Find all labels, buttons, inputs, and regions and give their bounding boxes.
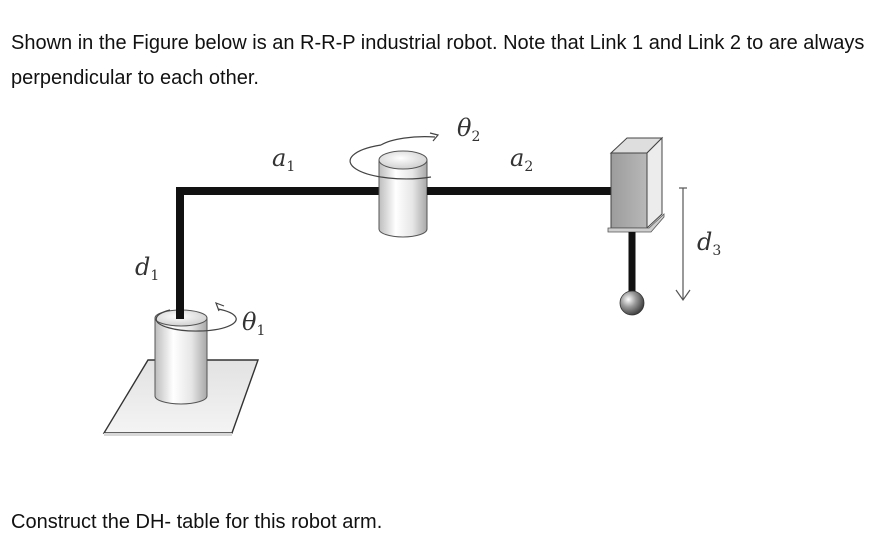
- joint2-cylinder: [378, 150, 428, 238]
- problem-question: Construct the DH- table for this robot a…: [11, 511, 383, 533]
- label-theta2: θ2: [457, 114, 480, 145]
- base-cylinder: [154, 309, 208, 405]
- label-d1: d1: [135, 253, 159, 284]
- problem-intro: Shown in the Figure below is an R-R-P in…: [11, 32, 865, 89]
- label-d3: d3: [697, 228, 721, 259]
- end-effector-ball: [619, 290, 645, 316]
- theta2-rotation-arrow-icon: [349, 132, 440, 180]
- label-a1: a1: [272, 144, 295, 175]
- link-1: [176, 187, 386, 319]
- d3-dimension-arrow-icon: [675, 187, 691, 302]
- label-a2: a2: [510, 144, 533, 175]
- label-theta1: θ1: [242, 308, 265, 339]
- theta1-rotation-arrow-icon: [155, 301, 237, 332]
- prismatic-joint-box: [607, 136, 665, 233]
- rrp-robot-figure: d1 θ1 a1 θ2 a2 d3: [102, 114, 721, 436]
